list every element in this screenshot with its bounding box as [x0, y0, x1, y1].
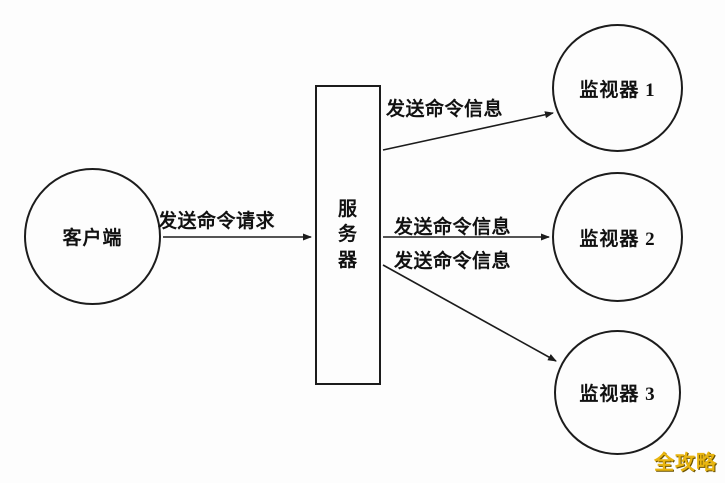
edge-label-server-to-monitor1: 发送命令信息 [386, 99, 504, 120]
node-monitor-2: 监视器 2 [552, 172, 683, 302]
node-monitor-3: 监视器 3 [554, 330, 681, 455]
node-monitor-1-label: 监视器 1 [579, 79, 656, 101]
edge-label-server-to-monitor3: 发送命令信息 [394, 251, 512, 272]
node-monitor-3-label: 监视器 3 [579, 384, 656, 405]
node-client-label: 客户端 [62, 228, 123, 249]
node-monitor-2-label: 监视器 2 [579, 228, 656, 250]
edge-label-client-to-server: 发送命令请求 [158, 211, 276, 232]
arrow-server-to-monitor3 [382, 264, 557, 362]
node-server: 服务器 [315, 85, 381, 385]
edge-label-server-to-monitor2: 发送命令信息 [394, 217, 512, 238]
node-client: 客户端 [24, 168, 161, 305]
node-server-label: 服务器 [337, 198, 358, 271]
node-monitor-1: 监视器 1 [552, 24, 683, 152]
watermark-text: 全攻略 [654, 452, 717, 474]
